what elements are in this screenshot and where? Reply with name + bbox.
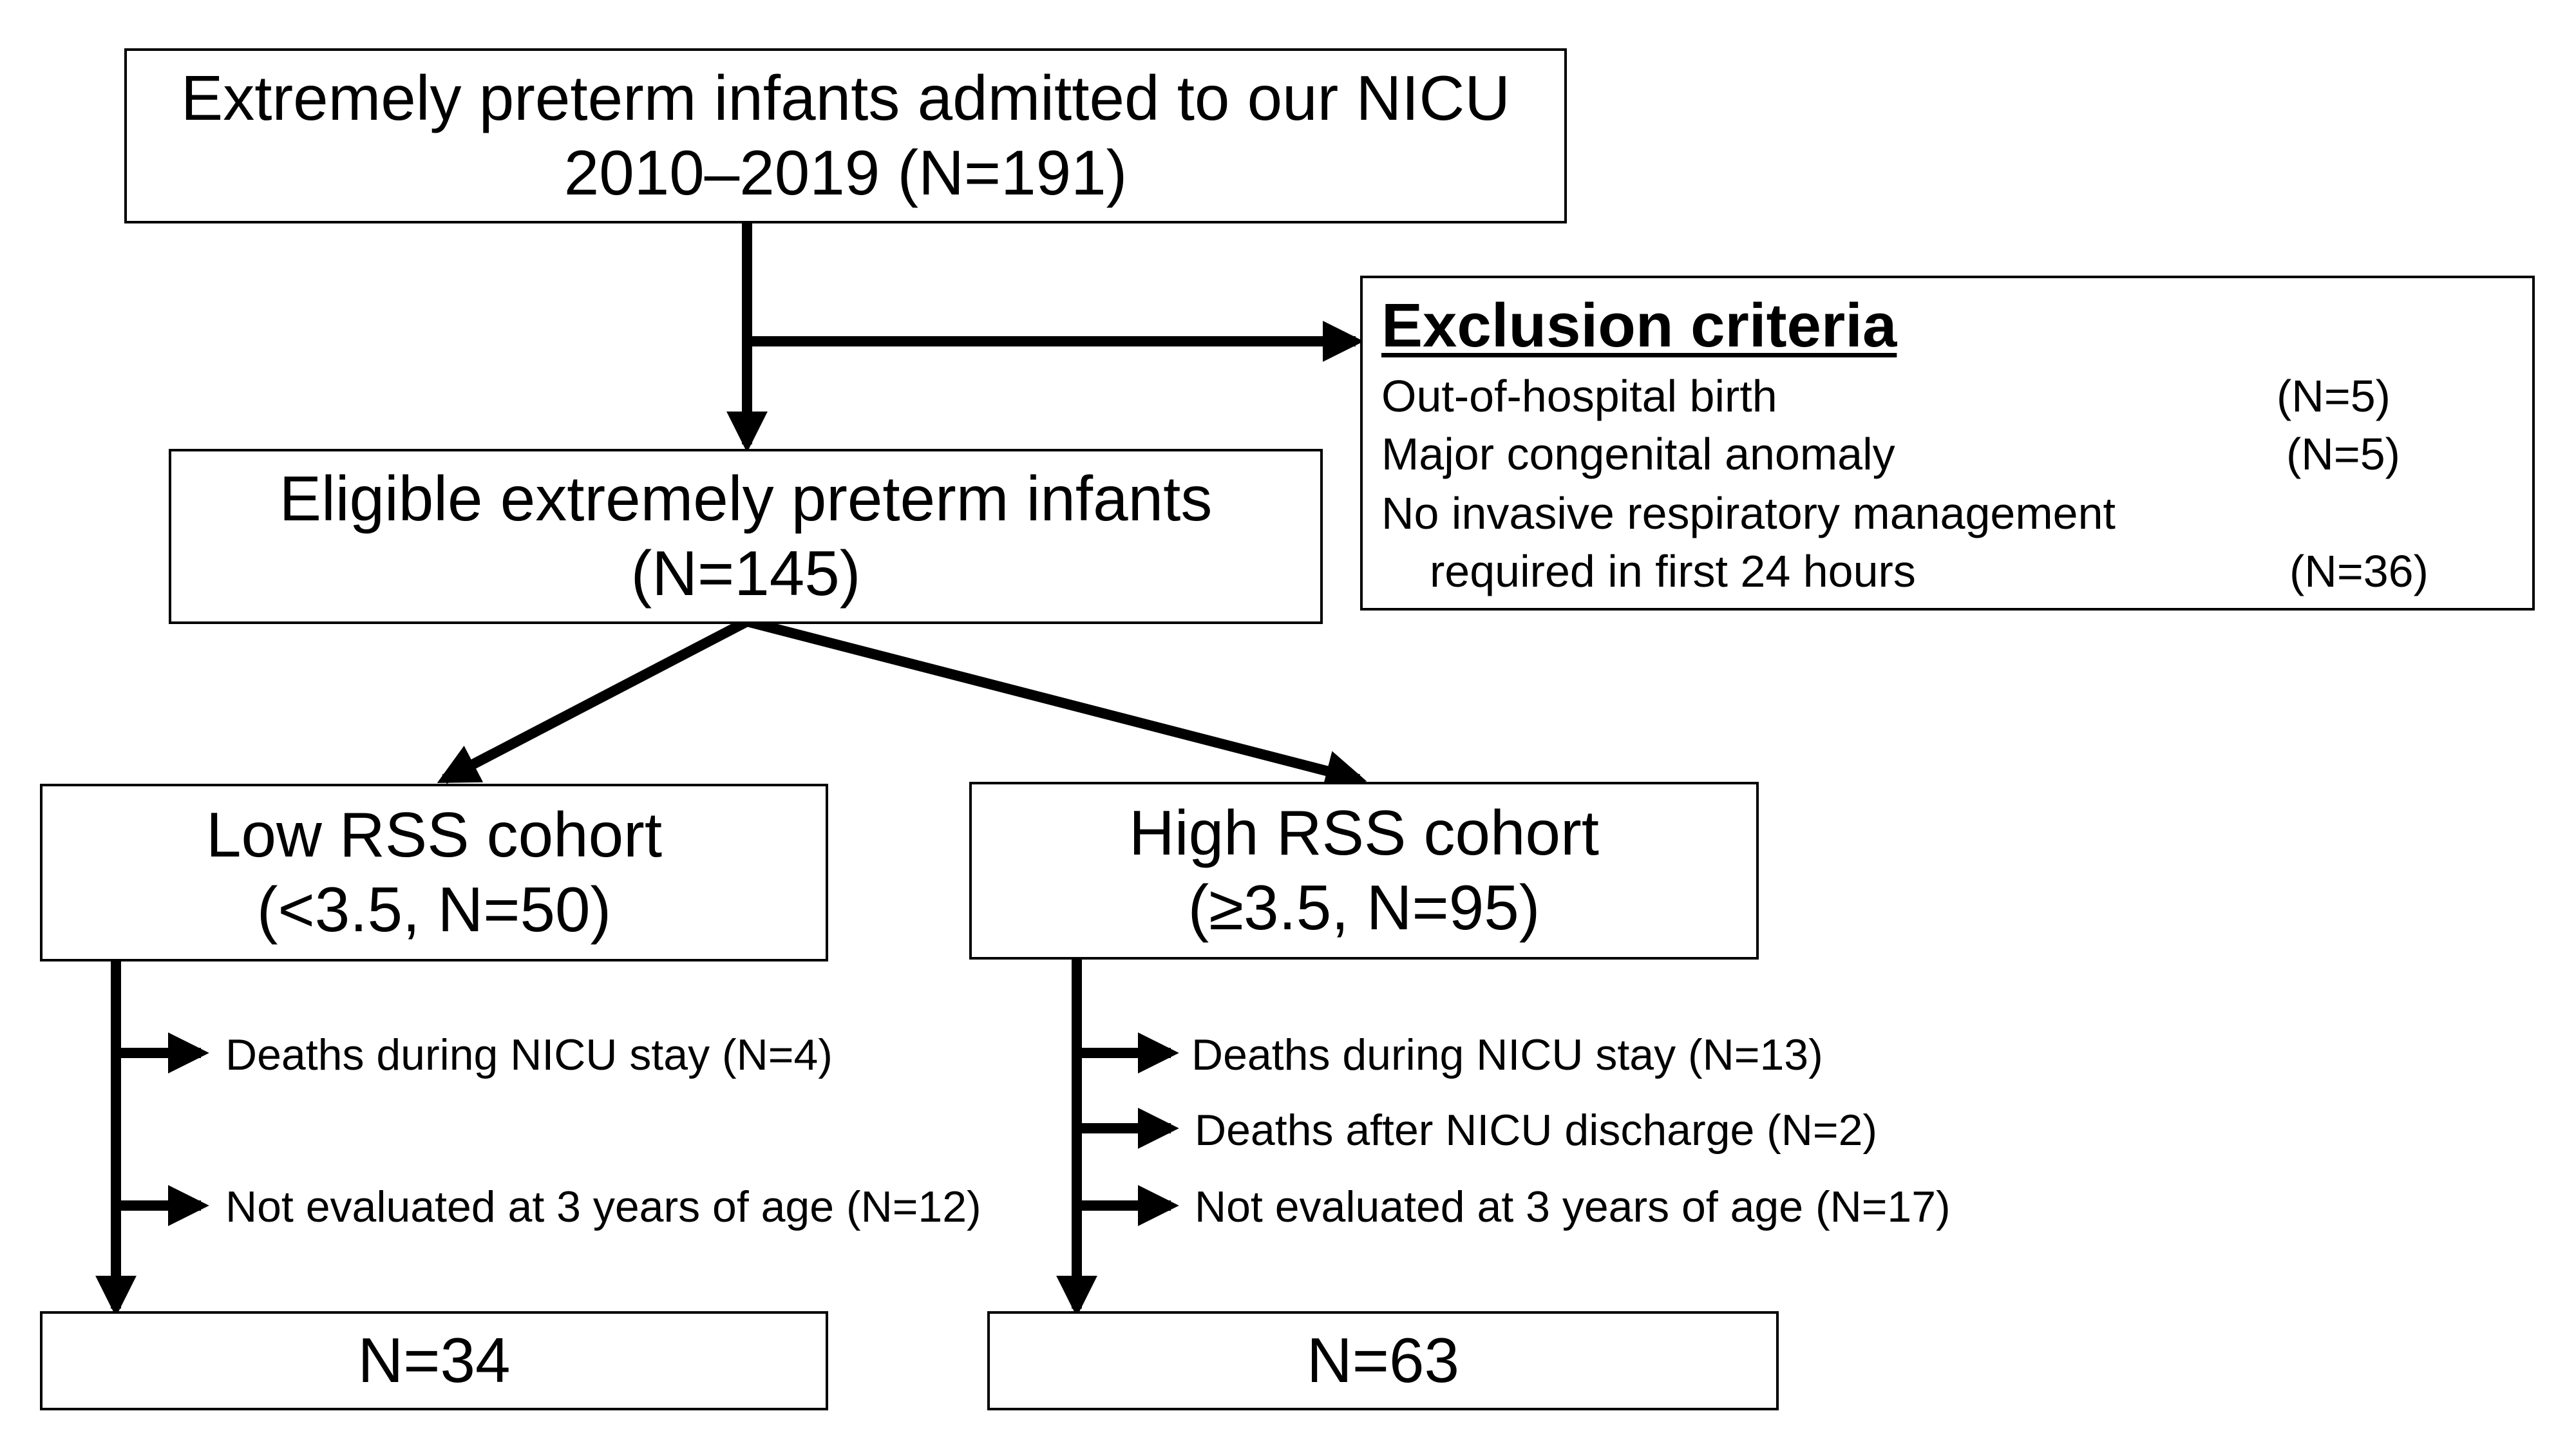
exclusion-item-label: required in first 24 hours — [1430, 546, 1916, 596]
exclusion-item-count: (N=5) — [2277, 371, 2391, 421]
high-loss-label: Not evaluated at 3 years of age (N=17) — [1195, 1182, 1951, 1231]
low-final-box: N=34 — [40, 1311, 828, 1410]
low-cohort-line1: Low RSS cohort — [205, 799, 663, 871]
high-cohort-line2: (≥3.5, N=95) — [1188, 872, 1540, 943]
eligible-line2: (N=145) — [630, 538, 861, 609]
eligible-box: Eligible extremely preterm infants (N=14… — [169, 449, 1323, 624]
admitted-box: Extremely preterm infants admitted to ou… — [124, 48, 1567, 223]
high-loss-label: Deaths during NICU stay (N=13) — [1191, 1030, 1823, 1079]
high-final-count: N=63 — [1306, 1325, 1459, 1396]
exclusion-item-label: Major congenital anomaly — [1381, 429, 1895, 479]
exclusion-item-count: (N=36) — [2289, 546, 2429, 596]
arrow-to-high-cohort — [746, 616, 1367, 791]
high-loss-label: Deaths after NICU discharge (N=2) — [1195, 1106, 1878, 1155]
high-final-box: N=63 — [987, 1311, 1779, 1410]
eligible-line1: Eligible extremely preterm infants — [279, 463, 1213, 535]
exclusion-item-label: Out-of-hospital birth — [1381, 371, 1777, 421]
admitted-line2: 2010–2019 (N=191) — [564, 137, 1128, 208]
low-final-count: N=34 — [357, 1325, 511, 1396]
low-loss-label: Deaths during NICU stay (N=4) — [225, 1030, 833, 1079]
arrow-to-low-cohort — [437, 616, 750, 784]
exclusion-item-count: (N=5) — [2286, 429, 2400, 479]
low-loss-label: Not evaluated at 3 years of age (N=12) — [225, 1182, 981, 1231]
low-cohort-line2: (<3.5, N=50) — [256, 874, 612, 945]
high-rss-cohort-box: High RSS cohort (≥3.5, N=95) — [969, 782, 1759, 960]
admitted-line1: Extremely preterm infants admitted to ou… — [180, 62, 1511, 134]
low-rss-cohort-box: Low RSS cohort (<3.5, N=50) — [40, 784, 828, 961]
exclusion-title: Exclusion criteria — [1381, 291, 1897, 360]
high-cohort-line1: High RSS cohort — [1129, 797, 1599, 869]
exclusion-item-label: No invasive respiratory management — [1381, 488, 2116, 538]
exclusion-box — [1360, 276, 2535, 611]
